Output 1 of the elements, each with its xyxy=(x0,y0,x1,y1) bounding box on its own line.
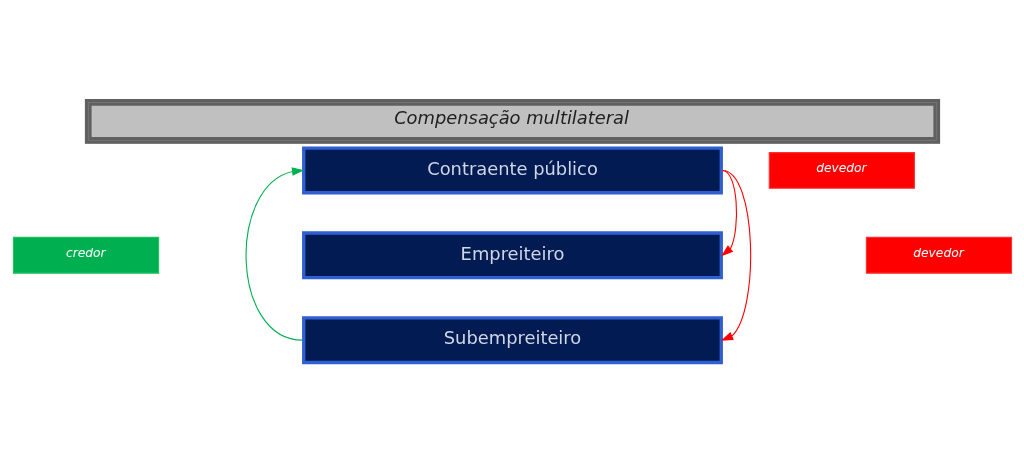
diagram-title: Compensação multilateral xyxy=(393,106,629,128)
